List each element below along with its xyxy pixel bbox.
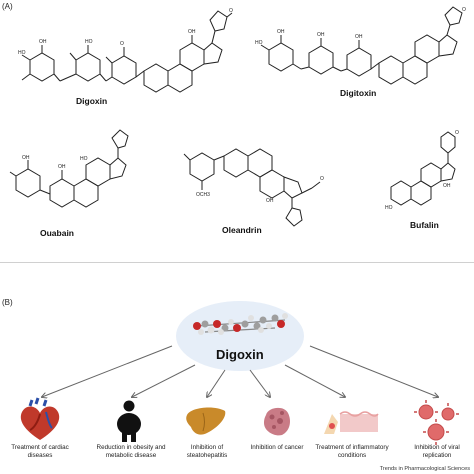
svg-text:OH: OH xyxy=(266,198,274,204)
molecule-name-digoxin: Digoxin xyxy=(76,96,108,106)
svg-text:OCH3: OCH3 xyxy=(196,192,210,198)
svg-text:HO: HO xyxy=(385,205,393,211)
molecule-name-bufalin: Bufalin xyxy=(410,220,439,230)
app-label-cancer: Inhibition of cancer xyxy=(250,444,304,451)
virus-icon xyxy=(414,400,459,445)
svg-text:HO: HO xyxy=(255,40,263,46)
app-label-viral: Inhibition of viral replication xyxy=(414,444,460,459)
heart-icon xyxy=(20,397,60,440)
svg-text:OH: OH xyxy=(355,34,363,40)
arrow-cancer xyxy=(249,369,270,397)
arrow-viral xyxy=(309,345,438,397)
panel-b-label: (B) xyxy=(2,298,13,307)
arrow-steatohepatitis xyxy=(207,369,226,397)
molecule-name-oleandrin: Oleandrin xyxy=(222,225,262,235)
arrow-inflammatory xyxy=(284,364,345,397)
molecule-name-digitoxin: Digitoxin xyxy=(340,88,377,98)
svg-text:O: O xyxy=(320,176,324,182)
svg-text:OH: OH xyxy=(277,29,285,35)
svg-text:OH: OH xyxy=(188,29,196,35)
svg-text:HO: HO xyxy=(85,39,93,45)
svg-text:O: O xyxy=(120,41,124,47)
svg-text:OH: OH xyxy=(22,155,30,161)
svg-text:O: O xyxy=(455,130,459,136)
svg-text:OH: OH xyxy=(317,32,325,38)
inflamed-tissue-icon xyxy=(324,411,379,434)
tumor-icon xyxy=(264,407,290,436)
panel-a-label: (A) xyxy=(2,2,13,11)
center-ellipse xyxy=(176,301,304,371)
digoxin-3d-model-icon xyxy=(193,313,288,335)
app-label-inflammatory: Treatment of inflammatory conditions xyxy=(315,444,389,459)
molecule-name-ouabain: Ouabain xyxy=(40,228,75,238)
ouabain-structure: OH OH HO xyxy=(9,129,129,208)
digitoxin-structure: HO OH OH OH O xyxy=(255,6,466,85)
svg-text:OH: OH xyxy=(443,183,451,189)
app-label-cardiac: Treatment of cardiac diseases xyxy=(11,444,69,459)
svg-text:OH: OH xyxy=(39,39,47,45)
panel-divider xyxy=(0,262,474,263)
svg-text:HO: HO xyxy=(80,156,88,162)
center-label: Digoxin xyxy=(216,347,264,362)
svg-text:O: O xyxy=(229,8,233,14)
app-label-steatohepatitis: Inhibition of steatohepatitis xyxy=(186,444,228,459)
arrow-obesity xyxy=(132,364,196,397)
svg-text:HO: HO xyxy=(18,50,26,56)
bufalin-structure: HO OH O xyxy=(385,130,459,211)
svg-text:O: O xyxy=(462,7,466,13)
digoxin-structure: HO OH HO O OH O xyxy=(18,8,233,93)
app-label-obesity: Reduction in obesity and metabolic disea… xyxy=(96,444,166,459)
arrow-cardiac xyxy=(42,345,173,397)
liver-icon xyxy=(186,407,226,435)
oleandrin-structure: OCH3 O OH xyxy=(183,148,324,227)
person-obesity-icon xyxy=(117,400,141,442)
journal-credit: Trends in Pharmacological Sciences xyxy=(379,466,470,472)
svg-text:OH: OH xyxy=(58,164,66,170)
